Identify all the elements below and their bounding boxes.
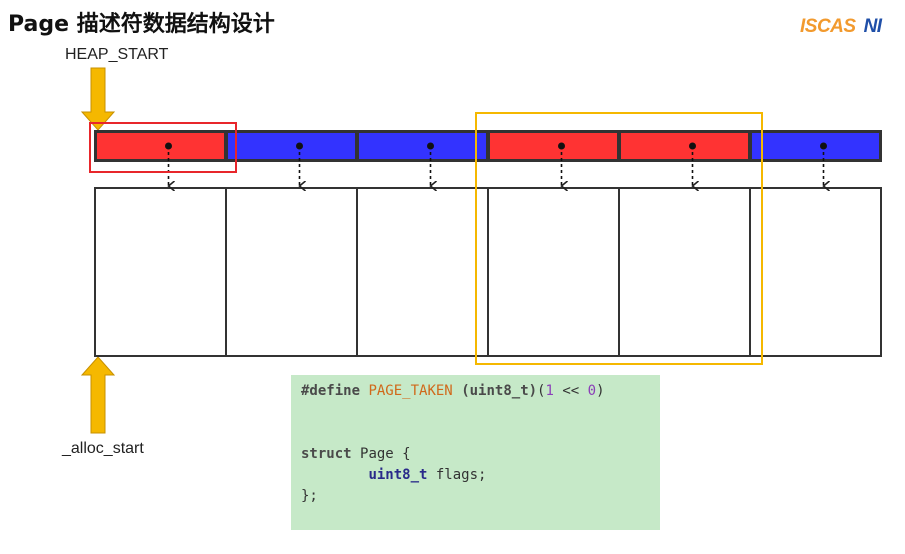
- heap-start-arrow: [80, 67, 116, 131]
- expr-close: ): [596, 383, 605, 399]
- page-descriptor-taken: [488, 131, 619, 161]
- memory-page: [356, 187, 489, 357]
- struct-close: };: [301, 488, 318, 504]
- page-descriptor-free: [226, 131, 357, 161]
- num-zero: 0: [587, 383, 597, 399]
- code-line-close: };: [301, 486, 660, 507]
- code-line-struct: struct Page {: [301, 444, 660, 465]
- memory-page: [487, 187, 620, 357]
- code-line-define: #define PAGE_TAKEN (uint8_t)(1 << 0): [301, 381, 660, 402]
- logo-part-1: ISCAS: [800, 16, 856, 37]
- page-descriptor-taken: [95, 131, 226, 161]
- code-blank-line: [301, 402, 660, 423]
- memory-page: [618, 187, 751, 357]
- memory-page: [749, 187, 882, 357]
- alloc-start-label: _alloc_start: [62, 440, 144, 457]
- multi-page-highlight: [475, 112, 763, 365]
- define-keyword: #define: [301, 383, 361, 399]
- alloc-start-arrow: [80, 356, 116, 434]
- iscas-logo: ISCAS NI: [800, 16, 882, 38]
- slide-title: Page 描述符数据结构设计: [8, 12, 275, 37]
- code-line-field: uint8_t flags;: [301, 465, 660, 486]
- single-page-highlight: [89, 122, 237, 173]
- struct-keyword: struct: [301, 446, 352, 462]
- field-name: flags;: [427, 467, 487, 483]
- macro-name: PAGE_TAKEN: [368, 383, 453, 399]
- memory-page: [94, 187, 227, 357]
- memory-page: [225, 187, 358, 357]
- logo-part-2: NI: [863, 16, 883, 37]
- code-snippet: #define PAGE_TAKEN (uint8_t)(1 << 0) str…: [291, 375, 660, 530]
- shift-op: <<: [553, 383, 588, 399]
- code-blank-line: [301, 423, 660, 444]
- struct-name: Page {: [360, 446, 411, 462]
- cast-expr: (uint8_t): [461, 383, 538, 399]
- page-descriptor-free: [357, 131, 488, 161]
- num-one: 1: [545, 383, 554, 399]
- heap-start-label: HEAP_START: [65, 46, 169, 63]
- field-type: uint8_t: [368, 467, 428, 483]
- page-descriptor-free: [750, 131, 881, 161]
- expr-open: (: [537, 383, 546, 399]
- page-descriptor-taken: [619, 131, 750, 161]
